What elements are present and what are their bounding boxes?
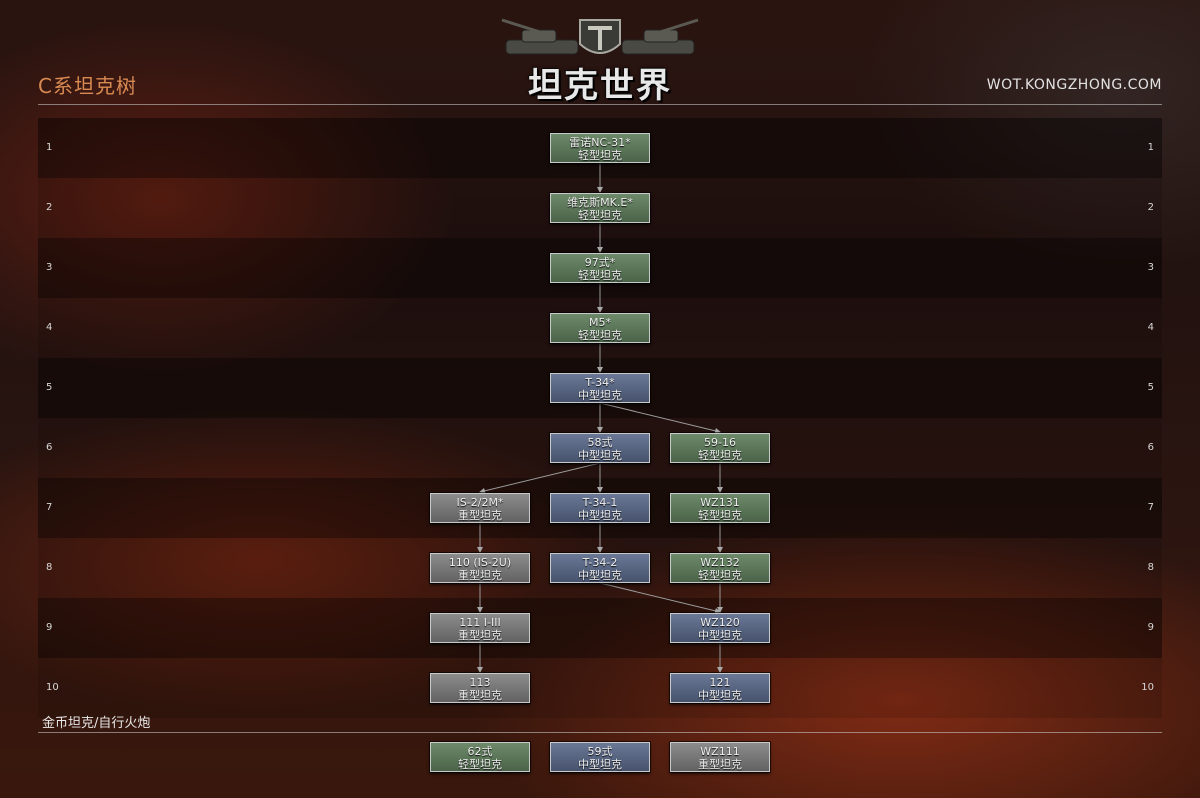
tank-name: 雷诺NC-31* [569, 136, 631, 149]
tank-name: 59式 [587, 745, 613, 758]
tank-name: 121 [709, 676, 731, 689]
tier-row: 10 10 [38, 658, 1162, 718]
tank-node-t58[interactable]: 58式中型坦克 [550, 433, 650, 463]
premium-tank-node[interactable]: 59式中型坦克 [550, 742, 650, 772]
premium-tank-node[interactable]: 62式轻型坦克 [430, 742, 530, 772]
tank-type: 轻型坦克 [578, 329, 622, 342]
world-of-tanks-logo: 坦克世界 [500, 10, 700, 106]
tank-name: WZ131 [700, 496, 740, 509]
tank-name: 110 (IS-2U) [448, 556, 512, 569]
tank-type: 中型坦克 [578, 449, 622, 462]
tank-type: 轻型坦克 [698, 509, 742, 522]
tank-node-is2u[interactable]: 110 (IS-2U)重型坦克 [430, 553, 530, 583]
tier-number-left: 3 [46, 262, 53, 273]
tier-number-left: 6 [46, 442, 53, 453]
header-divider [38, 104, 1162, 105]
tank-node-nc31[interactable]: 雷诺NC-31*轻型坦克 [550, 133, 650, 163]
tier-number-left: 1 [46, 142, 53, 153]
tank-type: 中型坦克 [698, 629, 742, 642]
tank-type: 中型坦克 [578, 509, 622, 522]
tank-type: 中型坦克 [698, 689, 742, 702]
tier-number-right: 7 [1147, 502, 1154, 513]
premium-section-label: 金币坦克/自行火炮 [42, 716, 151, 731]
tank-type: 中型坦克 [578, 389, 622, 402]
connector-t342-wz120 [599, 582, 721, 614]
tank-type: 轻型坦克 [458, 758, 502, 771]
tank-name: 59-16 [704, 436, 736, 449]
tank-name: WZ120 [700, 616, 740, 629]
connector-t34-t5916 [599, 402, 721, 434]
tank-name: 58式 [587, 436, 613, 449]
tier-number-left: 4 [46, 322, 53, 333]
tank-name: 62式 [467, 745, 493, 758]
tank-type: 轻型坦克 [698, 569, 742, 582]
premium-divider [38, 732, 1162, 733]
tank-name: 113 [469, 676, 491, 689]
connector-t58-is2 [479, 462, 601, 494]
tank-type: 轻型坦克 [578, 209, 622, 222]
tier-number-right: 4 [1147, 322, 1154, 333]
tank-node-is2[interactable]: IS-2/2M*重型坦克 [430, 493, 530, 523]
tank-name: T-34* [585, 376, 615, 389]
tank-name: WZ111 [700, 745, 740, 758]
tier-number-left: 5 [46, 382, 53, 393]
tank-name: M5* [589, 316, 611, 329]
tank-type: 重型坦克 [698, 758, 742, 771]
tier-number-left: 9 [46, 622, 53, 633]
tank-name: 97式* [584, 256, 616, 269]
tier-number-left: 10 [46, 682, 59, 693]
tier-number-right: 9 [1147, 622, 1154, 633]
tier-number-right: 3 [1147, 262, 1154, 273]
tank-name: 维克斯MK.E* [567, 196, 633, 209]
tank-type: 中型坦克 [578, 569, 622, 582]
site-url[interactable]: WOT.KONGZHONG.COM [986, 77, 1162, 93]
tier-number-right: 8 [1147, 562, 1154, 573]
tank-type: 重型坦克 [458, 689, 502, 702]
tank-name: T-34-2 [582, 556, 618, 569]
tier-number-right: 10 [1141, 682, 1154, 693]
tank-type: 中型坦克 [578, 758, 622, 771]
tank-type: 重型坦克 [458, 629, 502, 642]
tier-number-left: 8 [46, 562, 53, 573]
tier-number-left: 7 [46, 502, 53, 513]
tank-name: 111 I-III [459, 616, 501, 629]
logo-text: 坦克世界 [528, 66, 672, 106]
tier-number-right: 2 [1147, 202, 1154, 213]
tank-node-m5[interactable]: M5*轻型坦克 [550, 313, 650, 343]
tank-node-t34[interactable]: T-34*中型坦克 [550, 373, 650, 403]
tier-number-right: 5 [1147, 382, 1154, 393]
tank-name: T-34-1 [582, 496, 618, 509]
tank-type: 轻型坦克 [578, 149, 622, 162]
tank-node-vickers[interactable]: 维克斯MK.E*轻型坦克 [550, 193, 650, 223]
tank-type: 重型坦克 [458, 569, 502, 582]
tank-type: 轻型坦克 [578, 269, 622, 282]
tank-logo-icon [501, 18, 699, 55]
tank-type: 轻型坦克 [698, 449, 742, 462]
tank-node-t97[interactable]: 97式*轻型坦克 [550, 253, 650, 283]
tier-number-left: 2 [46, 202, 53, 213]
tier-number-right: 1 [1147, 142, 1154, 153]
tier-number-right: 6 [1147, 442, 1154, 453]
tank-name: WZ132 [700, 556, 740, 569]
page-title: C系坦克树 [38, 74, 137, 98]
tank-name: IS-2/2M* [456, 496, 504, 509]
tank-type: 重型坦克 [458, 509, 502, 522]
